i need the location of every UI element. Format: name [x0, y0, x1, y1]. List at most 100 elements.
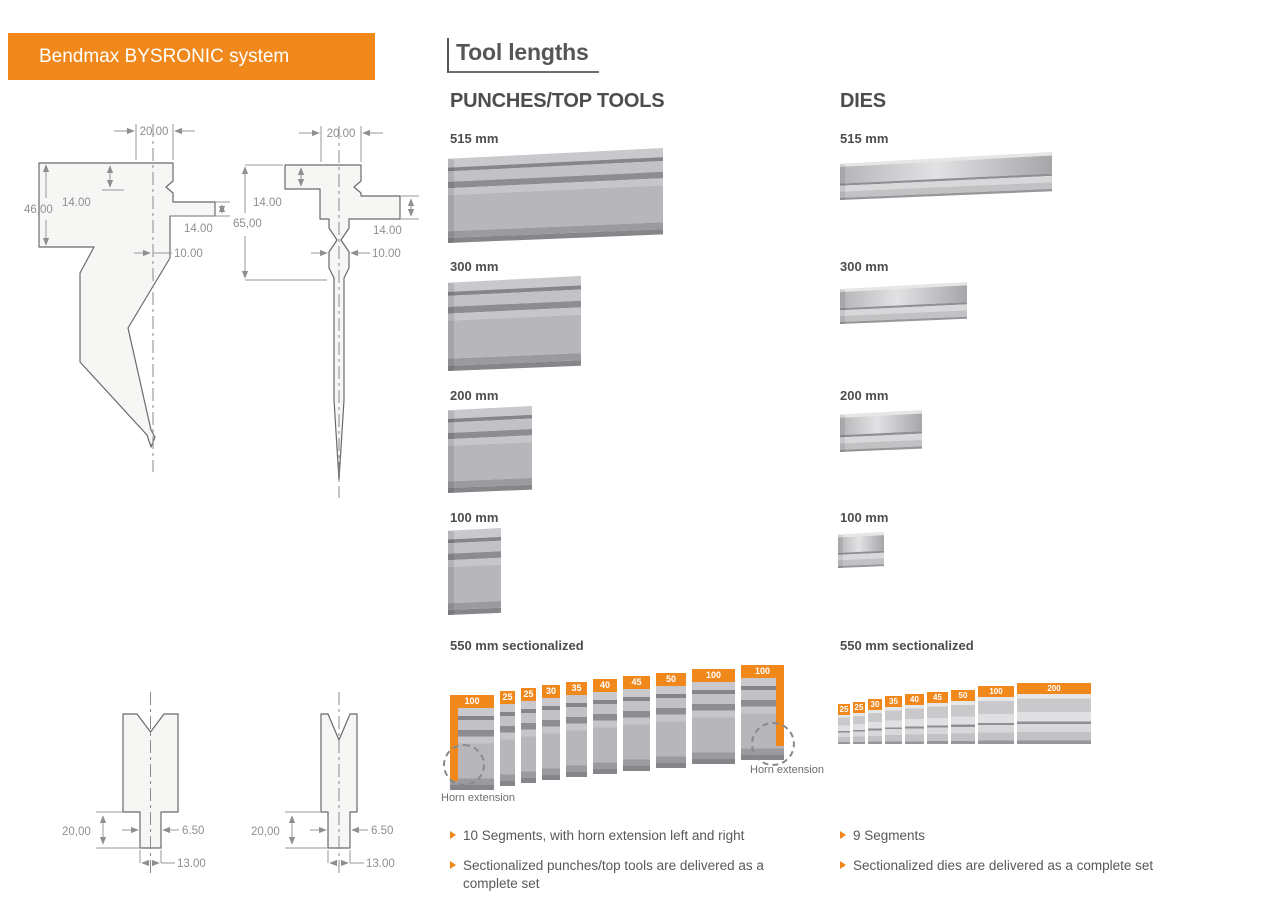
- segment-body: [500, 704, 515, 786]
- dim-stem: 6.50: [182, 825, 204, 837]
- dim-stem: 6.50: [371, 825, 393, 837]
- segment-body: [905, 705, 924, 744]
- bullet-text: 9 Segments: [853, 828, 926, 843]
- die-size-515: 515 mm: [840, 131, 889, 146]
- die-size-200: 200 mm: [840, 388, 889, 403]
- dim-height: 20,00: [251, 826, 280, 838]
- segment-body: [593, 692, 617, 774]
- dim-blade: 10.00: [372, 248, 401, 260]
- horn-extension-label-left: Horn extension: [441, 792, 515, 804]
- segment-length-label: 35: [566, 682, 587, 695]
- segment-body: [885, 707, 902, 744]
- die-segment: 100: [978, 686, 1014, 744]
- segment-length-label: 25: [521, 688, 536, 701]
- horn-extension-circle-left: [443, 744, 485, 786]
- punch-segment: 35: [566, 682, 587, 777]
- die-segment: 25: [853, 702, 865, 744]
- product-banner-title: Bendmax BYSRONIC system: [39, 46, 290, 67]
- die-200-render: [840, 410, 922, 452]
- punch-sectionalized-row: 100 25 25 30 35 40 45 50 100 100: [450, 658, 784, 790]
- die-segment: 25: [838, 704, 850, 744]
- segment-length-label: 100: [741, 665, 784, 678]
- dim-top-width: 20.00: [327, 128, 356, 140]
- segment-length-label: 100: [978, 686, 1014, 697]
- segment-length-label: 40: [593, 679, 617, 692]
- dim-top-width: 20.00: [140, 126, 169, 138]
- horn-extension-label-right: Horn extension: [750, 764, 824, 776]
- punch-515-render: [448, 148, 663, 243]
- dim-base: 13.00: [366, 858, 395, 870]
- die-segment: 35: [885, 696, 902, 744]
- die-300-render: [840, 282, 967, 324]
- segment-length-label: 100: [450, 695, 494, 708]
- punch-segment: 30: [542, 685, 560, 780]
- bullet-item: Sectionalized punches/top tools are deli…: [450, 857, 775, 893]
- dim-shoulder: 14.00: [253, 197, 282, 209]
- segment-length-label: 50: [656, 673, 686, 686]
- punch-segment: 25: [500, 691, 515, 786]
- die-515-render: [840, 152, 1052, 200]
- segment-body: [838, 715, 850, 744]
- dies-bullets: 9 Segments Sectionalized dies are delive…: [840, 827, 1270, 887]
- dim-clamp: 14.00: [373, 225, 402, 237]
- bullet-text: 10 Segments, with horn extension left an…: [463, 828, 745, 843]
- segment-body: [868, 710, 882, 744]
- die-sectionalized-label: 550 mm sectionalized: [840, 638, 974, 653]
- punch-size-100: 100 mm: [450, 510, 499, 525]
- bullet-arrow-icon: [840, 831, 846, 839]
- segment-length-label: 30: [868, 699, 882, 710]
- segment-body: [951, 701, 975, 744]
- straight-punch-drawing: 20.00 65,00 14.00 14.00 10.00: [233, 126, 419, 498]
- punches-heading: PUNCHES/TOP TOOLS: [450, 90, 665, 112]
- die-segment: 200: [1017, 683, 1091, 744]
- bullet-item: 9 Segments: [840, 827, 1270, 845]
- die-segment: 30: [868, 699, 882, 744]
- die-segment: 40: [905, 694, 924, 744]
- segment-length-label: 30: [542, 685, 560, 698]
- bullet-item: 10 Segments, with horn extension left an…: [450, 827, 775, 845]
- punch-size-200: 200 mm: [450, 388, 499, 403]
- bullet-text: Sectionalized punches/top tools are deli…: [463, 858, 764, 892]
- punch-segment: 25: [521, 688, 536, 783]
- narrow-v-die-drawing: 20,00 6.50 13.00: [251, 692, 395, 876]
- dim-height: 65,00: [233, 218, 262, 230]
- wide-v-die-drawing: 20,00 6.50 13.00: [62, 692, 206, 876]
- segment-length-label: 35: [885, 696, 902, 707]
- dies-heading: DIES: [840, 90, 886, 112]
- punch-segment: 100: [692, 669, 735, 764]
- segment-length-label: 45: [623, 676, 650, 689]
- punch-size-515: 515 mm: [450, 131, 499, 146]
- punch-segment: 50: [656, 673, 686, 768]
- segment-length-label: 50: [951, 690, 975, 701]
- bullet-arrow-icon: [450, 861, 456, 870]
- segment-length-label: 45: [927, 692, 948, 703]
- segment-body: [542, 698, 560, 780]
- bullet-arrow-icon: [450, 831, 456, 839]
- gooseneck-punch-drawing: 20.00 46,00 14.00 14.00 10.00: [24, 124, 230, 472]
- punch-300-render: [448, 276, 581, 371]
- punch-sectionalized-label: 550 mm sectionalized: [450, 638, 584, 653]
- die-segment: 50: [951, 690, 975, 744]
- segment-body: [853, 713, 865, 744]
- punch-200-render: [448, 406, 532, 493]
- dim-base: 13.00: [177, 858, 206, 870]
- segment-length-label: 40: [905, 694, 924, 705]
- horn-extension-circle-right: [751, 722, 795, 766]
- bullet-item: Sectionalized dies are delivered as a co…: [840, 857, 1270, 875]
- segment-body: [623, 689, 650, 771]
- bullet-arrow-icon: [840, 861, 846, 870]
- die-segment: 45: [927, 692, 948, 744]
- page-title: Tool lengths: [447, 38, 599, 73]
- segment-body: [521, 701, 536, 783]
- punch-segment: 45: [623, 676, 650, 771]
- segment-body: [692, 682, 735, 764]
- punch-100-render: [448, 528, 501, 615]
- dim-blade: 10.00: [174, 248, 203, 260]
- die-100-render: [838, 532, 884, 568]
- segment-body: [566, 695, 587, 777]
- bullet-text: Sectionalized dies are delivered as a co…: [853, 858, 1154, 874]
- segment-body: [656, 686, 686, 768]
- dim-clamp: 14.00: [184, 223, 213, 235]
